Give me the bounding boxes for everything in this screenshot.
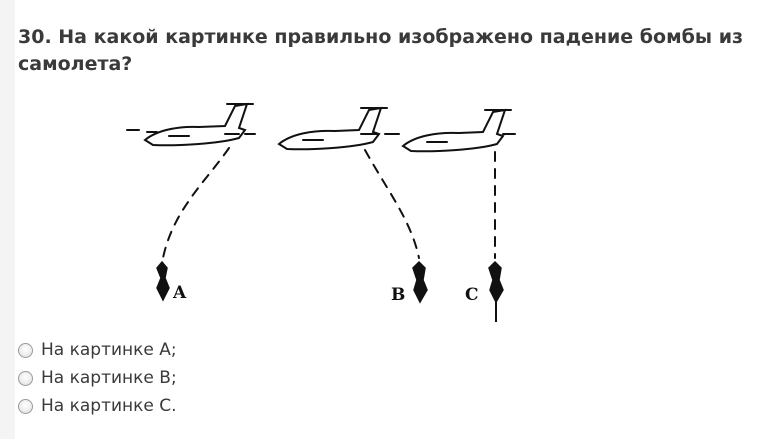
answer-label-a: На картинке А; [41, 340, 177, 360]
radio-button-c[interactable] [18, 398, 33, 414]
figure-label-b: B [391, 285, 405, 305]
bomb-fall-figure: A B C [107, 90, 527, 338]
question-block: 30. На какой картинке правильно изображе… [15, 0, 781, 439]
answer-option-c[interactable]: На картинке С. [18, 392, 418, 420]
airplane-a [143, 102, 254, 147]
bomb-c [488, 260, 504, 304]
radio-button-b[interactable] [18, 370, 33, 386]
airplane-b [277, 106, 388, 151]
answer-option-a[interactable]: На картинке А; [18, 336, 418, 364]
bomb-fall-illustration: A B C [126, 102, 516, 322]
airplane-c [401, 108, 512, 153]
answer-label-c: На картинке С. [41, 396, 177, 416]
figure-label-a: A [172, 283, 187, 303]
radio-button-a[interactable] [18, 342, 33, 358]
bomb-a [156, 260, 170, 302]
flight-line [126, 129, 516, 135]
left-rail [0, 0, 15, 439]
figure-label-c: C [465, 285, 479, 305]
answer-list: На картинке А; На картинке В; На картинк… [18, 336, 418, 420]
answer-option-b[interactable]: На картинке В; [18, 364, 418, 392]
answer-label-b: На картинке В; [41, 368, 177, 388]
bomb-b [412, 260, 428, 304]
trajectory-a [162, 147, 230, 259]
question-title: 30. На какой картинке правильно изображе… [18, 26, 744, 75]
trajectory-b [364, 149, 420, 259]
